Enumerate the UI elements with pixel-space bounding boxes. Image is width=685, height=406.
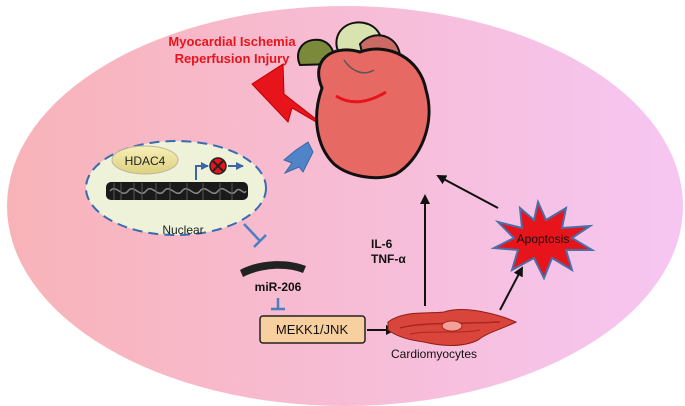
arrow-cell-to-apoptosis [499, 266, 523, 311]
background-ellipse [7, 6, 683, 406]
injury-label-line2: Reperfusion Injury [175, 51, 291, 66]
inhibition-line-2 [271, 298, 285, 311]
inhibition-x-icon [209, 157, 227, 175]
kinase-box [259, 315, 366, 344]
mirna-label: miR-206 [255, 280, 302, 294]
hdac4-label: HDAC4 [125, 154, 166, 168]
hdac4-oval [111, 145, 179, 175]
arrow-apoptosis-to-heart [436, 175, 499, 209]
kinase-label: MEKK1/JNK [276, 322, 349, 337]
heart-icon [297, 21, 431, 180]
cell-icon [387, 309, 518, 346]
block-arrow-icon [283, 141, 314, 175]
injury-label-line1: Myocardial Ischemia [168, 34, 296, 49]
inhibition-line-1 [243, 223, 267, 248]
starburst-icon [490, 198, 596, 281]
apoptosis-label: Apoptosis [517, 232, 570, 246]
cell-label: Cardiomyocytes [391, 347, 477, 361]
rna-strand-icon [240, 261, 306, 277]
dna-chromatin-icon [106, 182, 248, 200]
nuclear-label: Nuclear [162, 223, 203, 237]
cytokine-label-2: TNF-α [371, 252, 406, 266]
cytokine-label-1: IL-6 [371, 237, 393, 251]
transcription-arrow [195, 162, 209, 180]
